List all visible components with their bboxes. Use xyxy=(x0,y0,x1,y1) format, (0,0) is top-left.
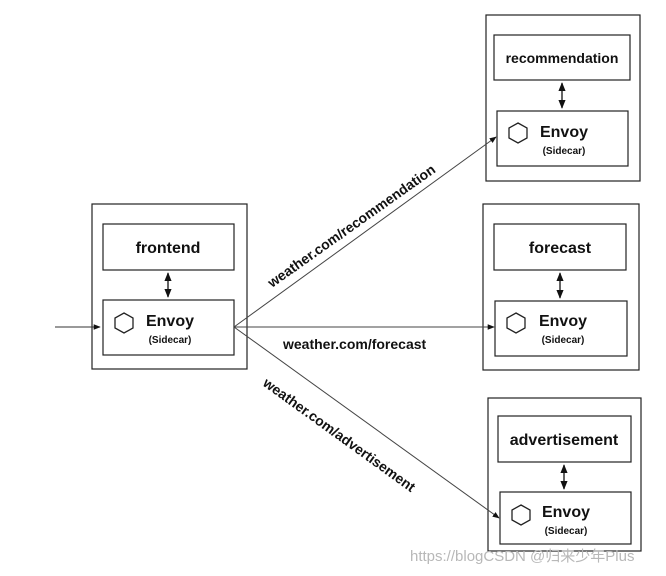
route-line-recommendation xyxy=(233,136,497,328)
frontend-service-label: frontend xyxy=(136,240,201,257)
forecast-envoy-label: Envoy xyxy=(539,313,587,330)
forecast-envoy-hexagon-icon xyxy=(506,312,526,334)
recommendation-pod: recommendation Envoy (Sidecar) xyxy=(485,14,641,182)
advertisement-sidecar-label: (Sidecar) xyxy=(545,526,588,537)
advertisement-pod: advertisement Envoy (Sidecar) xyxy=(487,397,642,552)
recommendation-envoy-hexagon-icon xyxy=(508,122,528,144)
frontend-envoy-label: Envoy xyxy=(146,313,194,330)
advertisement-service-box xyxy=(497,415,632,463)
forecast-service-label: forecast xyxy=(529,240,592,257)
route-label-recommendation: weather.com/recommendation xyxy=(264,161,439,291)
recommendation-envoy-label: Envoy xyxy=(540,124,588,141)
frontend-sidecar-label: (Sidecar) xyxy=(149,335,192,346)
frontend-service-box xyxy=(102,223,235,271)
recommendation-sidecar-label: (Sidecar) xyxy=(543,146,586,157)
forecast-service-box xyxy=(493,223,627,271)
advertisement-envoy-hexagon-icon xyxy=(511,504,531,526)
frontend-envoy-hexagon-icon xyxy=(114,312,134,334)
forecast-sidecar-label: (Sidecar) xyxy=(542,335,585,346)
forecast-pod: forecast Envoy (Sidecar) xyxy=(482,203,640,371)
watermark-text: https://blogCSDN @归来少年Plus xyxy=(410,548,634,565)
advertisement-service-label: advertisement xyxy=(510,432,619,449)
frontend-pod: frontend Envoy (Sidecar) xyxy=(91,203,248,370)
route-line-advertisement xyxy=(233,326,500,519)
recommendation-service-label: recommendation xyxy=(506,50,619,66)
recommendation-service-box xyxy=(493,34,631,81)
advertisement-envoy-label: Envoy xyxy=(542,504,590,521)
route-label-advertisement: weather.com/advertisement xyxy=(259,374,418,495)
route-label-forecast: weather.com/forecast xyxy=(282,336,427,352)
